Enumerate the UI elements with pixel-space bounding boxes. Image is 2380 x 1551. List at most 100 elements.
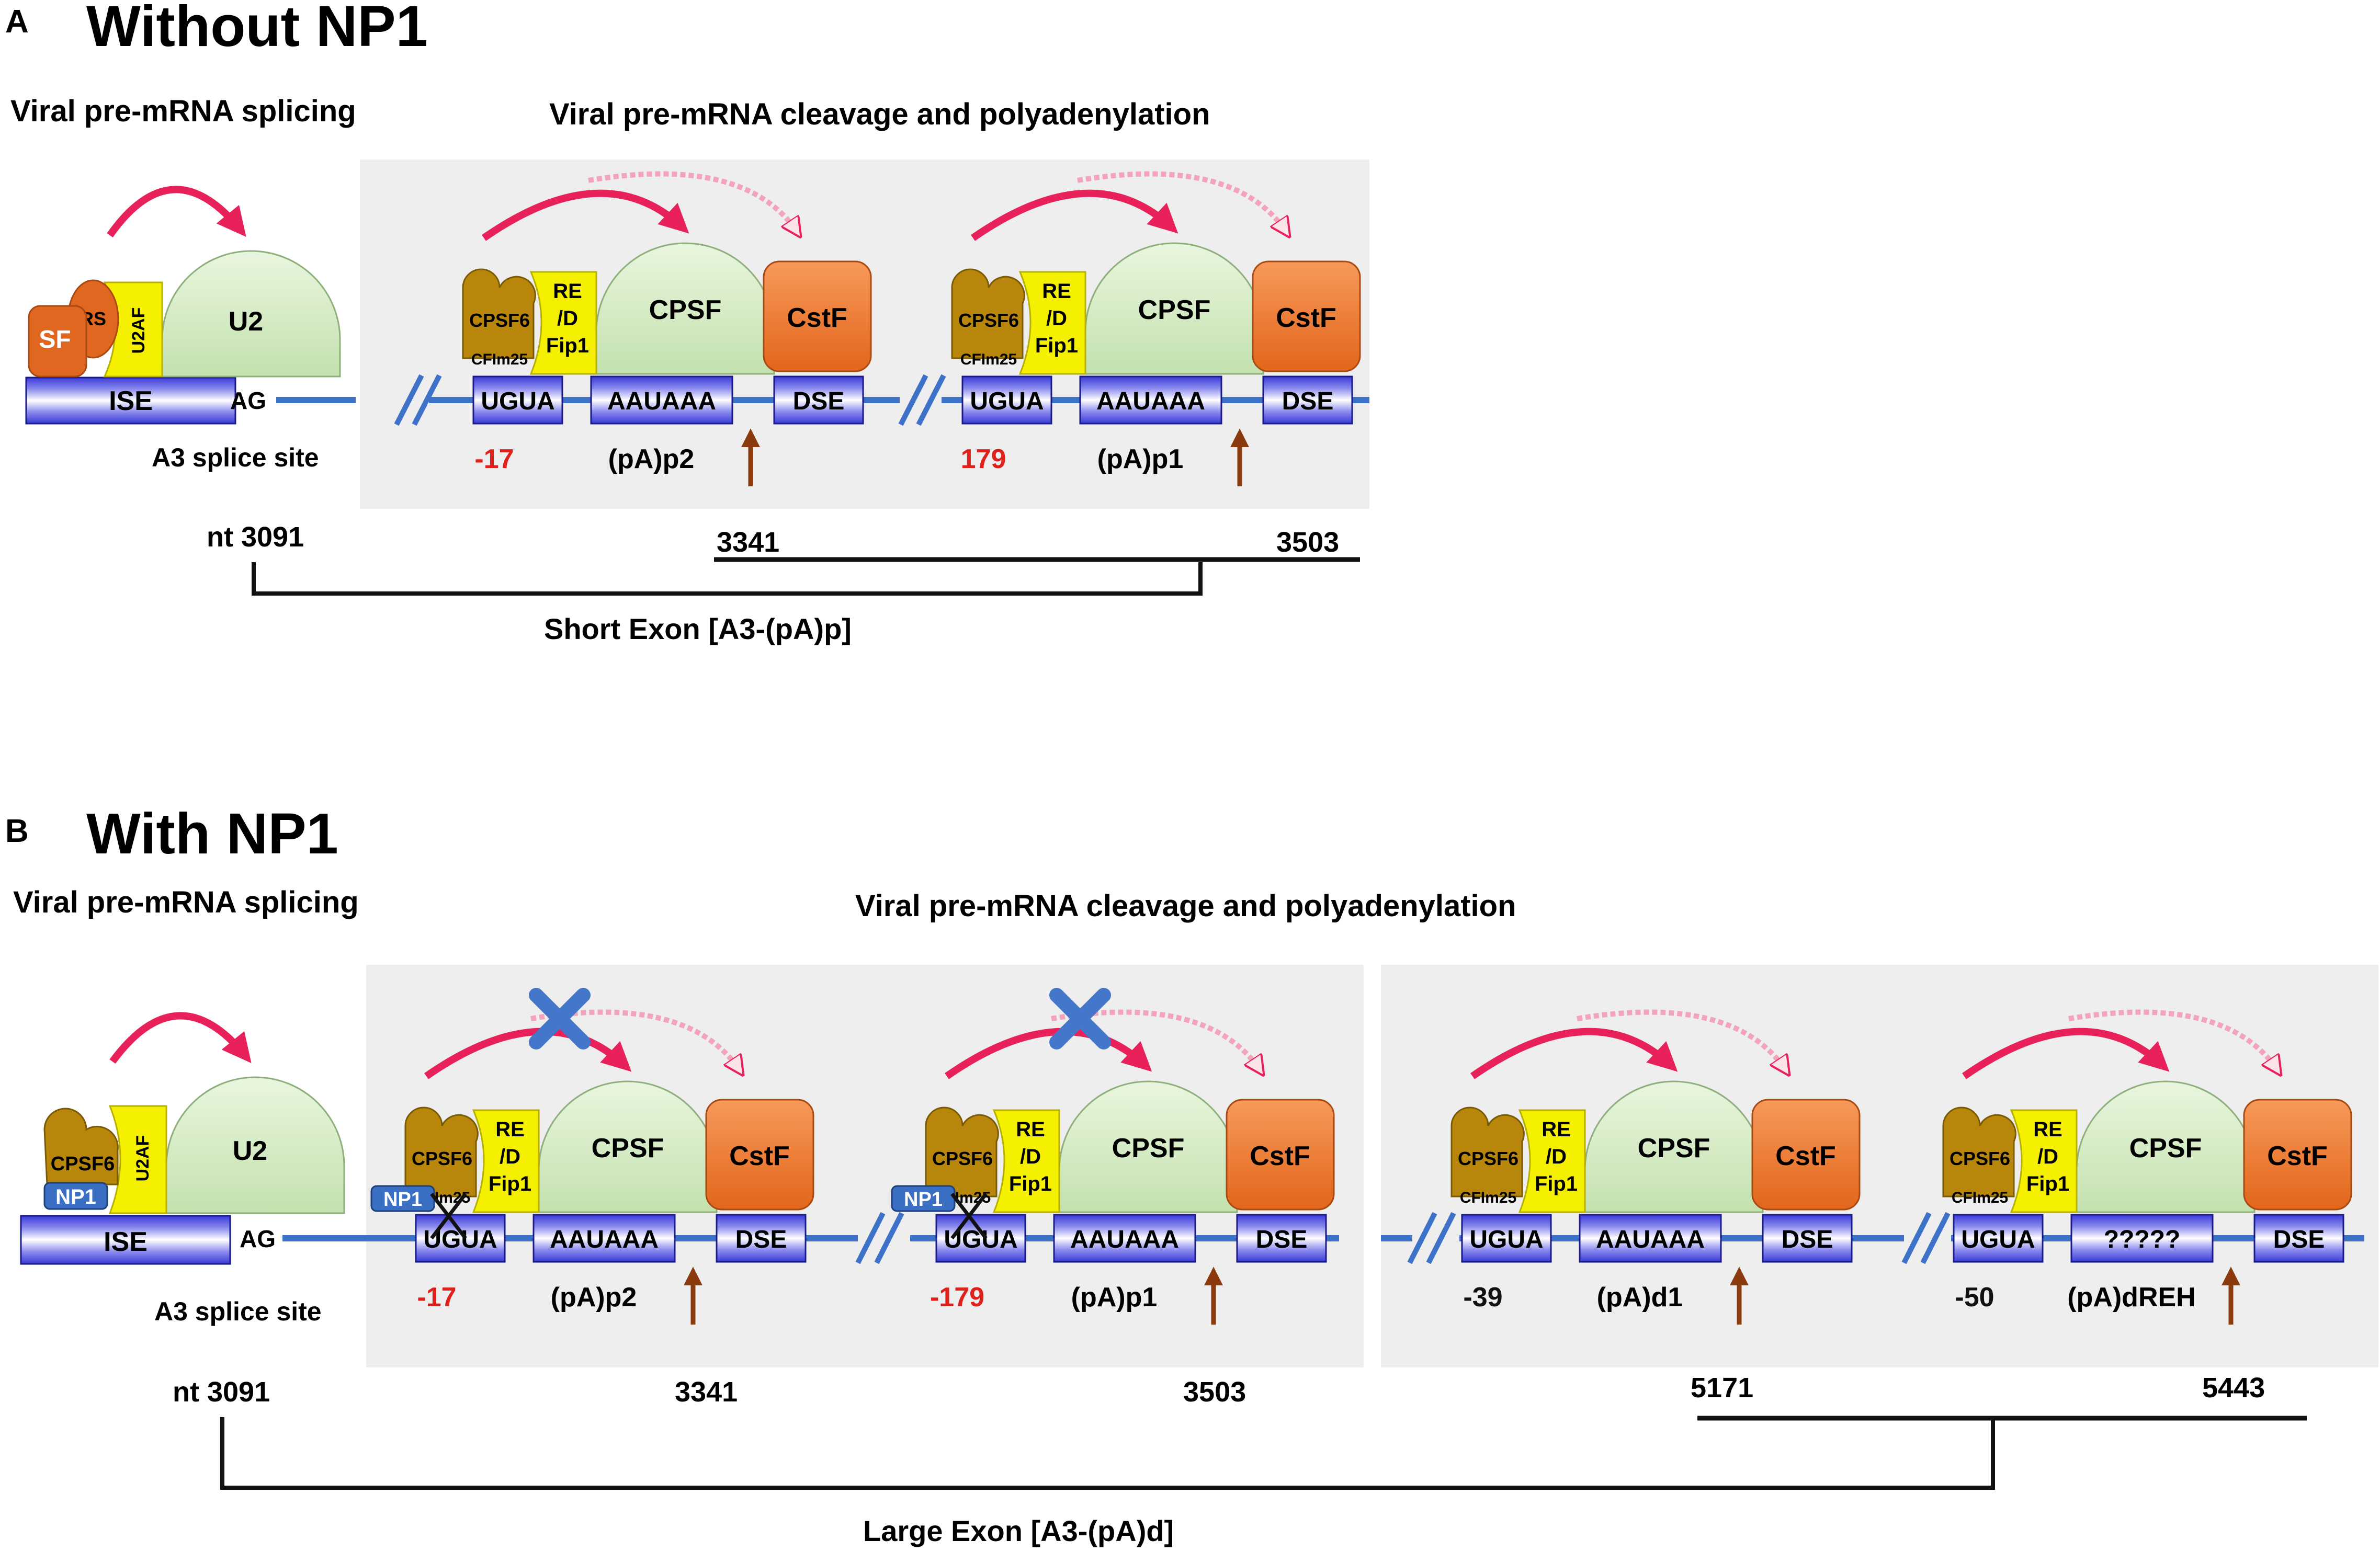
ugua-label: UGUA xyxy=(1961,1226,2035,1253)
dse-label: DSE xyxy=(1782,1226,1833,1253)
u2-label: U2 xyxy=(233,1136,267,1166)
panel-a-title: Without NP1 xyxy=(86,0,428,59)
fip1-shape xyxy=(992,1109,1060,1213)
fip1-label: /D xyxy=(1046,307,1067,330)
cpsf6-shape xyxy=(404,1107,479,1198)
blocked-x-icon xyxy=(950,1192,988,1240)
pa-site-name: (pA)p2 xyxy=(551,1282,637,1313)
cstf-label: CstF xyxy=(729,1141,790,1171)
splice-arrow xyxy=(109,1012,252,1064)
panel-b-letter: B xyxy=(5,813,29,849)
cstf-shape xyxy=(705,1099,814,1211)
large-exon-bracket xyxy=(220,1417,1995,1490)
upstream-distance: -179 xyxy=(930,1282,984,1313)
cpsf-label: CPSF xyxy=(649,295,722,325)
cpsf-label: CPSF xyxy=(2129,1133,2202,1164)
fip1-label: RE xyxy=(1042,280,1071,303)
fip1-label: RE xyxy=(553,280,582,303)
cpsf6-shape xyxy=(951,268,1025,359)
cpsf-label: CPSF xyxy=(1112,1133,1185,1164)
u2af-label: U2AF xyxy=(133,1135,153,1182)
panel-b-polyadenylation-heading: Viral pre-mRNA cleavage and polyadenylat… xyxy=(855,889,1516,923)
panel-a-splice-complex: ISE AG U2 U2AF RS SF A3 splice site xyxy=(25,186,341,472)
fip1-shape xyxy=(1518,1109,1586,1213)
cpsf6-label: CPSF6 xyxy=(1458,1148,1518,1169)
u2af-label: U2AF xyxy=(129,307,149,354)
a3-splice-site-label: A3 splice site xyxy=(152,443,319,472)
cpsf6-label: CPSF6 xyxy=(469,310,530,331)
cleavage-arrow-dotted xyxy=(1077,171,1287,233)
cstf-shape xyxy=(763,260,872,372)
ugua-box xyxy=(472,375,563,425)
fip1-label: /D xyxy=(1546,1145,1567,1168)
signal-box xyxy=(1053,1214,1196,1263)
cleavage-arrow-dotted xyxy=(2068,1009,2278,1071)
panel-b-break-mark-3 xyxy=(1901,1212,1951,1264)
coord-p2: 3341 xyxy=(717,527,779,558)
dse-box xyxy=(716,1214,807,1263)
ag-label: AG xyxy=(230,387,266,414)
u2-label: U2 xyxy=(229,306,263,337)
ugua-box xyxy=(961,375,1052,425)
signal-box xyxy=(2070,1214,2214,1263)
sf-label: SF xyxy=(39,326,71,353)
fip1-label: /D xyxy=(557,307,578,330)
coord-p1: 3503 xyxy=(1276,527,1339,558)
fip1-label: /D xyxy=(2037,1145,2058,1168)
fip1-label: RE xyxy=(1542,1118,1571,1141)
np1-label: NP1 xyxy=(904,1189,943,1211)
cleavage-arrow-solid xyxy=(482,189,689,241)
fip1-label: Fip1 xyxy=(489,1172,531,1195)
fip1-label: Fip1 xyxy=(546,334,589,357)
cleavage-arrow-solid xyxy=(945,1028,1152,1079)
panel-b-splicing-heading: Viral pre-mRNA splicing xyxy=(13,885,359,919)
cfim25-label: CFIm25 xyxy=(960,351,1017,368)
np1-badge xyxy=(43,1182,108,1210)
fip1-shape xyxy=(1018,271,1086,375)
panel-a-polyadenylation-heading: Viral pre-mRNA cleavage and polyadenylat… xyxy=(549,97,1210,131)
fip1-label: RE xyxy=(1016,1118,1045,1141)
coord-p1: 3503 xyxy=(1183,1376,1246,1408)
dse-label: DSE xyxy=(1282,387,1334,415)
pa-site-name: (pA)dREH xyxy=(2067,1282,2196,1313)
a3-splice-site-label: A3 splice site xyxy=(154,1297,322,1326)
fip1-label: RE xyxy=(2033,1118,2062,1141)
sf-shape xyxy=(28,305,87,378)
u2-shape xyxy=(161,250,341,378)
block-x-icon xyxy=(529,988,591,1050)
fip1-label: Fip1 xyxy=(1009,1172,1052,1195)
signal-label: AAUAAA xyxy=(1070,1226,1179,1253)
panel-a-break-mark-2 xyxy=(898,374,946,426)
signal-box xyxy=(1579,1214,1722,1263)
cfim25-label: CFIm25 xyxy=(1460,1189,1516,1206)
signal-label: AAUAAA xyxy=(1596,1226,1705,1253)
cleavage-arrow-solid xyxy=(1962,1028,2170,1079)
dse-box xyxy=(1236,1214,1327,1263)
coord-start: nt 3091 xyxy=(173,1376,270,1408)
cpsf6-shape xyxy=(1942,1107,2016,1198)
u2af-shape xyxy=(108,1105,167,1214)
cleavage-arrow-dotted xyxy=(588,171,798,233)
panel-a-letter: A xyxy=(5,4,29,40)
upstream-distance: -17 xyxy=(417,1282,456,1313)
cpsf6-shape xyxy=(1450,1107,1525,1198)
panel-a-break-mark-1 xyxy=(394,374,442,426)
cstf-label: CstF xyxy=(1775,1141,1836,1171)
cpsf6-label: CPSF6 xyxy=(1950,1148,2010,1169)
fip1-label: /D xyxy=(1020,1145,1041,1168)
fip1-label: /D xyxy=(500,1145,520,1168)
signal-box xyxy=(1079,375,1222,425)
splice-arrow xyxy=(107,186,246,238)
cstf-label: CstF xyxy=(1250,1141,1310,1171)
cstf-shape xyxy=(1751,1099,1861,1211)
signal-box xyxy=(532,1214,676,1263)
blocked-x-icon xyxy=(430,1192,467,1240)
panel-b-break-mark-2 xyxy=(1407,1212,1456,1264)
